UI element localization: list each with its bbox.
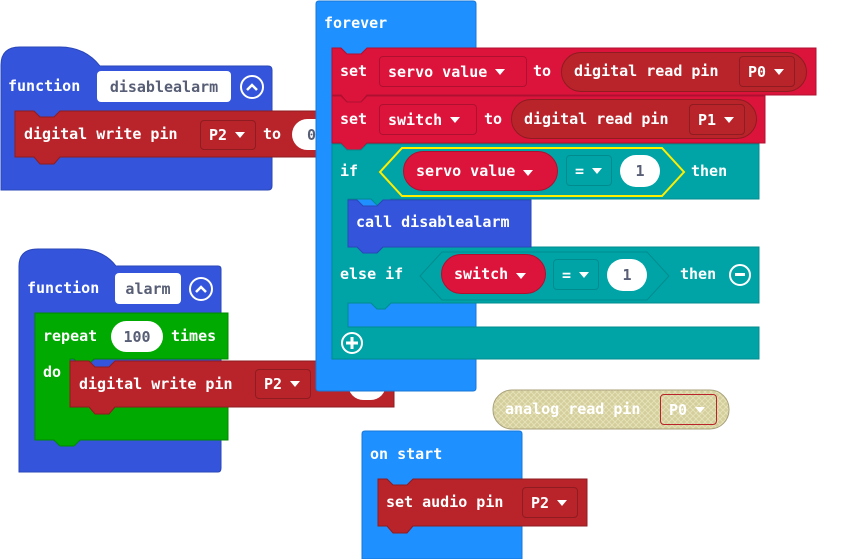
- operator-dropdown[interactable]: =: [553, 259, 599, 290]
- pin-dropdown-p2[interactable]: P2: [255, 369, 311, 399]
- pin-dropdown-p2[interactable]: P2: [522, 487, 578, 518]
- function-keyword: function: [27, 279, 100, 297]
- compare-value-input[interactable]: 1: [607, 259, 647, 291]
- analog-read-label: analog read pin: [505, 400, 641, 418]
- dropdown-arrow-icon: [235, 132, 246, 138]
- set-label: set: [340, 62, 368, 80]
- digital-read-label: digital read pin: [574, 62, 719, 80]
- dropdown-arrow-icon: [774, 68, 785, 75]
- variable-pill-switch[interactable]: [441, 254, 546, 294]
- call-shape: [347, 199, 532, 254]
- pin-dropdown-p2[interactable]: P2: [200, 120, 256, 150]
- function-keyword: function: [8, 77, 81, 95]
- variable-name: servo value: [416, 164, 534, 179]
- repeat-label: repeat: [43, 327, 98, 345]
- set-audio-pin-label: set audio pin: [386, 493, 504, 511]
- on-start-label: on start: [370, 445, 443, 463]
- dropdown-arrow-icon: [724, 116, 735, 123]
- digital-read-label: digital read pin: [524, 110, 669, 128]
- to-label: to: [263, 125, 282, 143]
- to-label: to: [484, 110, 503, 128]
- analog-read-shape: [492, 389, 730, 430]
- then-label: then: [680, 265, 717, 283]
- times-label: times: [171, 327, 217, 345]
- collapse-chevron-icon[interactable]: [189, 277, 213, 301]
- call-disablealarm-block[interactable]: call disablealarm: [356, 213, 510, 231]
- pin-dropdown-p1[interactable]: P1: [689, 104, 745, 135]
- do-label: do: [43, 363, 62, 381]
- add-plus-icon[interactable]: [341, 332, 363, 354]
- digital-write-label: digital write pin: [79, 375, 233, 393]
- function-name-field[interactable]: disablealarm: [97, 71, 231, 102]
- dropdown-arrow-icon: [557, 499, 568, 506]
- operator-dropdown[interactable]: =: [566, 155, 612, 186]
- variable-name: switch: [454, 267, 527, 282]
- dropdown-arrow-icon: [592, 167, 603, 174]
- dropdown-arrow-icon: [290, 381, 301, 387]
- dropdown-arrow-icon: [579, 271, 590, 278]
- dropdown-arrow-icon: [516, 273, 527, 279]
- function-name-field[interactable]: alarm: [115, 273, 181, 304]
- pin-dropdown-p0[interactable]: P0: [739, 56, 795, 87]
- dropdown-arrow-icon: [695, 406, 706, 413]
- compare-value-input[interactable]: 1: [620, 155, 660, 187]
- digital-write-label: digital write pin: [24, 125, 178, 143]
- else-if-label: else if: [340, 265, 404, 283]
- pin-dropdown-p0[interactable]: P0: [660, 394, 717, 425]
- variable-dropdown-switch[interactable]: switch: [379, 104, 477, 135]
- repeat-count-input[interactable]: 100: [111, 321, 163, 352]
- collapse-chevron-icon[interactable]: [240, 75, 264, 99]
- forever-label: forever: [324, 14, 388, 32]
- dropdown-arrow-icon: [495, 68, 506, 75]
- then-label: then: [691, 162, 728, 180]
- remove-minus-icon[interactable]: [729, 264, 751, 286]
- variable-dropdown-servo-value[interactable]: servo value: [379, 56, 527, 87]
- to-label: to: [533, 62, 552, 80]
- if-label: if: [340, 162, 359, 180]
- dropdown-arrow-icon: [523, 170, 534, 176]
- dropdown-arrow-icon: [450, 116, 461, 123]
- digital-write-shape: [69, 360, 395, 415]
- set-label: set: [340, 110, 368, 128]
